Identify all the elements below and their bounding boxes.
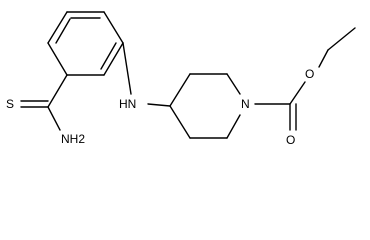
carbamate-group: O O	[254, 27, 356, 147]
structure-canvas: S NH2 HN N O O	[6, 11, 356, 147]
carbonyl-oxygen-label: O	[286, 133, 295, 147]
bond-ring-to-nh	[122, 42, 132, 95]
bond-ring-double-right	[100, 42, 117, 70]
piperidine-n-label: N	[241, 97, 250, 111]
bond-ring-bottom-left	[47, 42, 68, 76]
bond-ring-to-thiocarbon	[47, 74, 68, 108]
thioamide-group: S NH2	[6, 74, 85, 146]
bond-ring-double-left	[55, 18, 71, 44]
bond-ch2-to-ch3	[327, 27, 356, 51]
hn-label: HN	[119, 97, 136, 111]
ester-oxygen-label: O	[305, 67, 314, 81]
molecule-structure: S NH2 HN N O O	[6, 11, 356, 147]
bond-ring-top-left	[47, 11, 68, 44]
bond-thiocarbon-to-nh2	[47, 106, 61, 131]
bond-pip-1	[169, 73, 191, 107]
piperidine-ring: N	[169, 73, 250, 139]
bond-pip-4	[226, 114, 241, 139]
bond-nh-to-piperidine	[147, 103, 171, 107]
bond-ring-bottom-right	[103, 42, 124, 76]
bond-pip-6	[169, 105, 191, 139]
bond-carbonyl-to-ester-o	[289, 81, 306, 105]
nh2-label: NH2	[61, 132, 85, 146]
bond-pip-3	[226, 73, 241, 95]
sulfur-label: S	[6, 97, 14, 111]
amine-link: HN	[119, 42, 171, 111]
benzene-ring	[47, 11, 124, 76]
bond-ester-o-to-ch2	[318, 49, 329, 68]
bond-ring-top-right	[103, 11, 124, 44]
